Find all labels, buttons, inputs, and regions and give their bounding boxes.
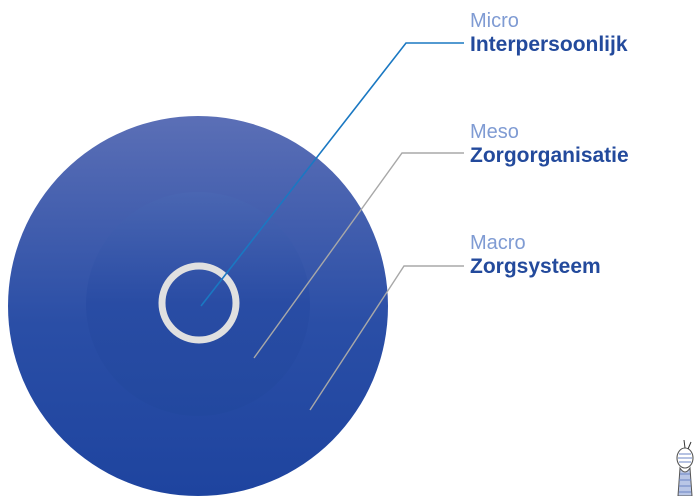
- micro-leader-line: [200, 42, 464, 307]
- meso-sub-label: Meso: [470, 121, 519, 143]
- mascot-figure-icon: [676, 439, 694, 496]
- macro-leader-line: [309, 265, 464, 411]
- macro-main-label: Zorgsysteem: [470, 255, 601, 278]
- macro-label: Macro Zorgsysteem: [470, 232, 601, 279]
- meso-leader-line: [253, 152, 464, 359]
- micro-sub-label: Micro: [470, 10, 519, 32]
- micro-label: Micro Interpersoonlijk: [470, 10, 628, 57]
- micro-ring: [158, 262, 240, 344]
- macro-sub-label: Macro: [470, 232, 526, 254]
- meso-main-label: Zorgorganisatie: [470, 144, 629, 167]
- meso-label: Meso Zorgorganisatie: [470, 121, 629, 168]
- micro-main-label: Interpersoonlijk: [470, 33, 628, 56]
- meso-circle: [86, 192, 310, 416]
